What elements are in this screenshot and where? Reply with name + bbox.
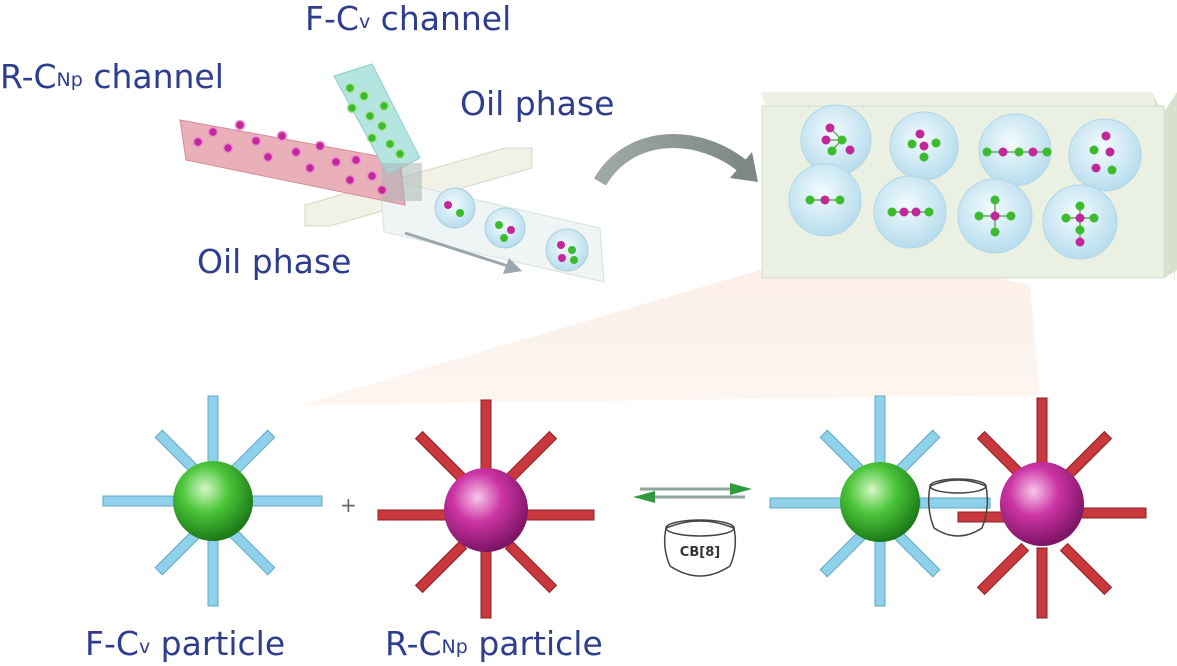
flow-arrow <box>404 231 509 268</box>
fcv-particle <box>102 395 323 607</box>
rcnp-particle-label: R-CNp particle <box>385 624 603 663</box>
fcv-channel-label: F-Cv channel <box>305 0 511 38</box>
fcv-particle-label: F-Cv particle <box>85 624 285 663</box>
tray-droplet <box>957 178 1033 254</box>
tray-droplet <box>889 111 959 181</box>
oil-phase-label-top: Oil phase <box>460 84 614 123</box>
plus-sign: + <box>340 493 357 517</box>
rcnp-channel-particles <box>192 119 388 196</box>
red-arms <box>377 399 595 619</box>
tray-droplet <box>1042 184 1118 260</box>
tray-droplet <box>873 175 947 249</box>
microfluidic-chip <box>179 63 605 283</box>
tray-droplet <box>800 104 872 176</box>
cb8-host: CB[8] <box>663 519 737 577</box>
tray-droplet <box>788 163 862 237</box>
outlet-droplet <box>434 187 476 229</box>
tray-droplet <box>1068 118 1142 192</box>
rcnp-channel-label: R-CNp channel <box>0 57 224 96</box>
outlet-droplet <box>484 207 526 249</box>
oil-phase-label-bottom: Oil phase <box>197 242 351 281</box>
process-arrow <box>593 134 758 186</box>
flow-arrowhead <box>503 258 522 274</box>
outlet-droplet <box>545 228 589 272</box>
rcnp-particle <box>377 399 595 619</box>
equilibrium-arrows <box>633 483 752 503</box>
junction-block <box>382 163 422 201</box>
heterodimer-complex <box>769 395 1147 619</box>
fcv-channel-particles <box>344 82 406 160</box>
tray-droplet <box>978 113 1052 187</box>
cb8-label: CB[8] <box>680 545 720 560</box>
magnification-fan <box>300 245 1040 405</box>
